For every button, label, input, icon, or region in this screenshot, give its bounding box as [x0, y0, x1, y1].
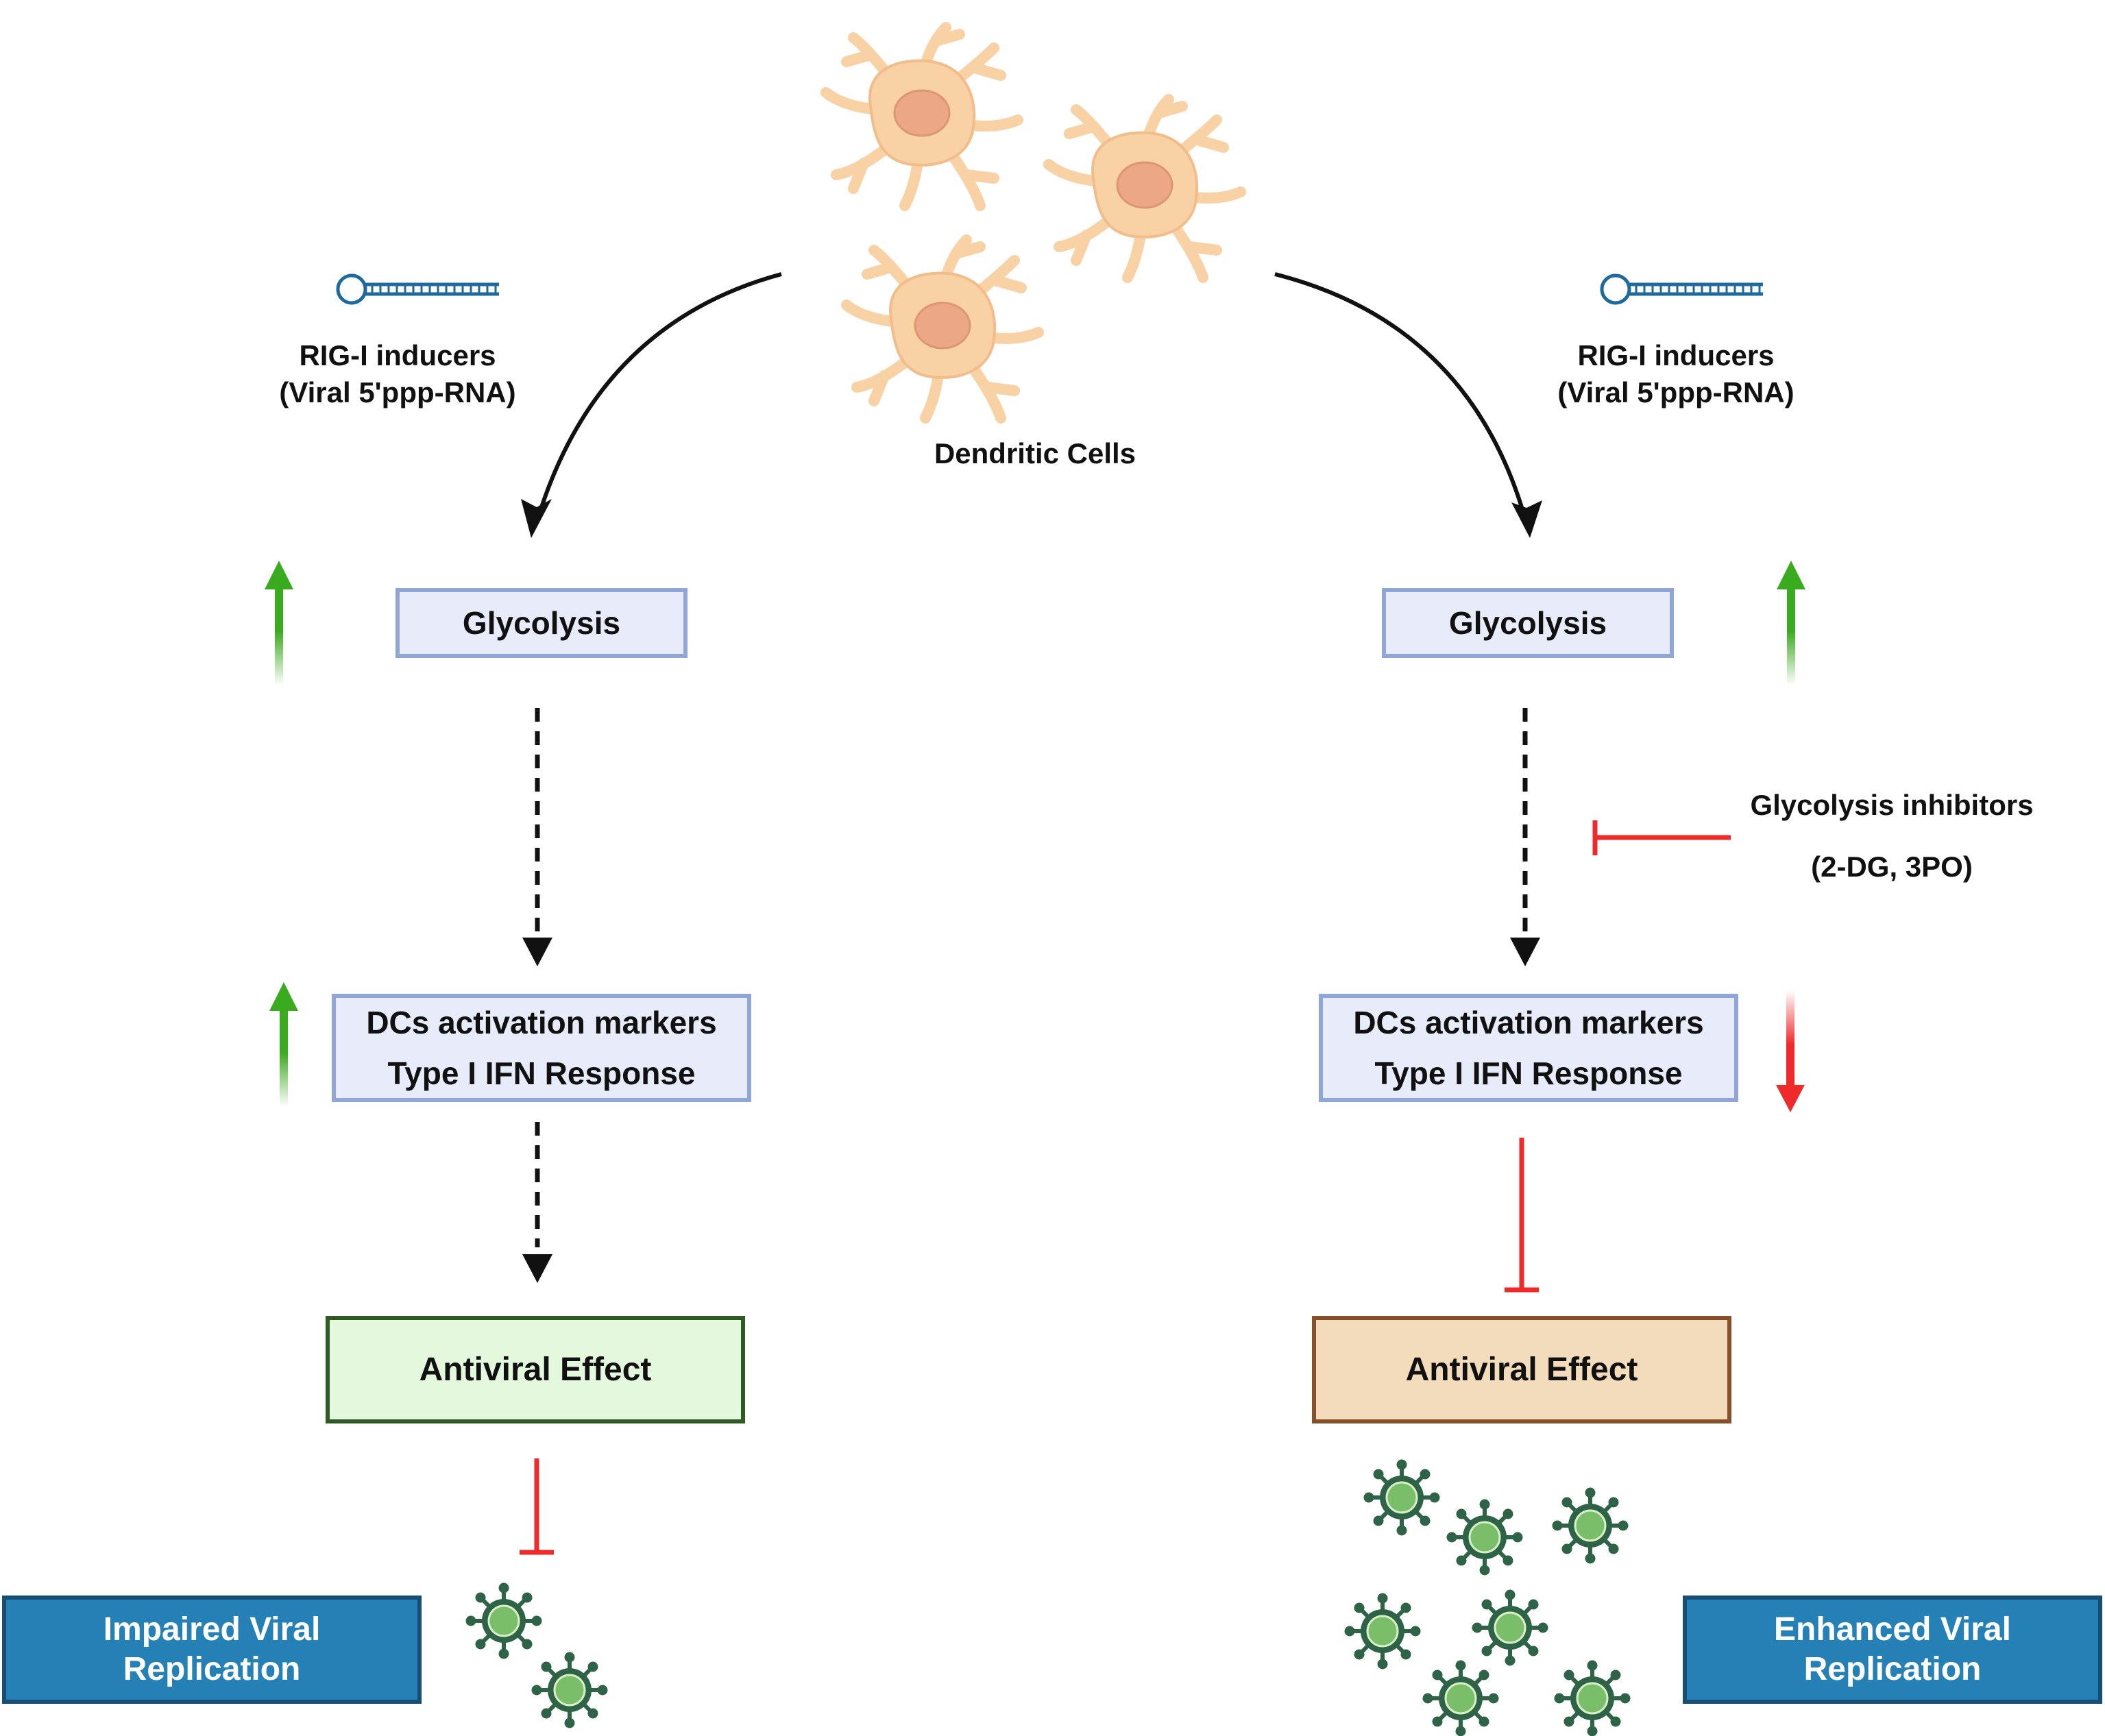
virus-icon	[1555, 1661, 1631, 1736]
virus-icon	[466, 1583, 542, 1659]
virus-icon	[1364, 1460, 1440, 1536]
right-antiviral-label: Antiviral Effect	[1405, 1352, 1638, 1388]
left-antiviral-label: Antiviral Effect	[419, 1352, 652, 1388]
right-curved-arrow	[1274, 272, 1524, 508]
enhanced-line2: Replication	[1803, 1651, 1982, 1687]
right-curved-arrowhead	[1511, 500, 1542, 538]
left-curved-arrow	[539, 272, 782, 508]
left-glycolysis-label: Glycolysis	[462, 605, 621, 641]
left-inducer-label: RIG-I inducers (Viral 5'ppp-RNA)	[260, 337, 535, 411]
right-dashed-arrowhead	[1510, 938, 1540, 966]
inhibitor-line2: (2-DG, 3PO)	[1811, 851, 1973, 883]
left-dashed-arrowhead-1	[522, 938, 552, 966]
virus-icon	[532, 1652, 608, 1728]
impaired-line2: Replication	[123, 1651, 301, 1687]
right-antiviral-inhibition-tbar	[1505, 1138, 1539, 1293]
left-curved-arrowhead	[521, 499, 552, 538]
left-dashed-arrowhead-2	[522, 1254, 552, 1283]
rna-hairpin-icon	[338, 276, 499, 303]
left-markers-up-arrow	[269, 982, 298, 1107]
right-inducer-label: RIG-I inducers (Viral 5'ppp-RNA)	[1539, 337, 1813, 411]
dendritic-cell-icon	[847, 240, 1038, 418]
right-markers-line1: DCs activation markers	[1353, 1005, 1704, 1040]
dendritic-cells-label: Dendritic Cells	[934, 437, 1136, 469]
left-markers-line2: Type I IFN Response	[387, 1055, 696, 1091]
glycolysis-inhibitor-tbar	[1592, 820, 1731, 855]
left-glycolysis-up-arrow	[265, 561, 293, 685]
left-antiviral-box: Antiviral Effect	[326, 1316, 745, 1423]
left-inducer-line2: (Viral 5'ppp-RNA)	[279, 376, 516, 408]
left-markers-line1: DCs activation markers	[366, 1005, 717, 1040]
left-virus-inhibition-tbar	[520, 1458, 554, 1555]
right-glycolysis-label: Glycolysis	[1448, 605, 1607, 641]
dendritic-cell-icon	[1049, 99, 1241, 278]
left-inducer-line1: RIG-I inducers	[299, 339, 496, 371]
right-antiviral-box: Antiviral Effect	[1312, 1316, 1731, 1423]
right-markers-box: DCs activation markers Type I IFN Respon…	[1319, 994, 1738, 1102]
virus-icon	[1472, 1590, 1548, 1666]
left-markers-box: DCs activation markers Type I IFN Respon…	[332, 994, 751, 1102]
virus-icon	[1447, 1500, 1523, 1576]
right-markers-line2: Type I IFN Response	[1374, 1055, 1683, 1091]
right-markers-down-arrow	[1776, 990, 1805, 1112]
glycolysis-inhibitors-label: Glycolysis inhibitors (2-DG, 3PO)	[1727, 787, 2056, 885]
impaired-line1: Impaired Viral	[103, 1611, 321, 1648]
impaired-replication-box: Impaired Viral Replication	[2, 1596, 422, 1704]
right-inducer-line1: RIG-I inducers	[1577, 339, 1775, 371]
right-glycolysis-box: Glycolysis	[1382, 588, 1674, 658]
enhanced-line1: Enhanced Viral	[1774, 1611, 2011, 1648]
rna-hairpin-icon	[1602, 276, 1763, 303]
virus-icon	[1553, 1488, 1629, 1564]
left-glycolysis-box: Glycolysis	[396, 588, 688, 658]
virus-icon	[1423, 1661, 1499, 1736]
right-glycolysis-up-arrow	[1777, 561, 1805, 685]
dendritic-cell-icon	[826, 27, 1018, 206]
inhibitor-line1: Glycolysis inhibitors	[1750, 789, 2034, 821]
virus-icon	[1345, 1593, 1421, 1670]
enhanced-replication-box: Enhanced Viral Replication	[1683, 1596, 2102, 1704]
right-inducer-line2: (Viral 5'ppp-RNA)	[1557, 376, 1794, 408]
